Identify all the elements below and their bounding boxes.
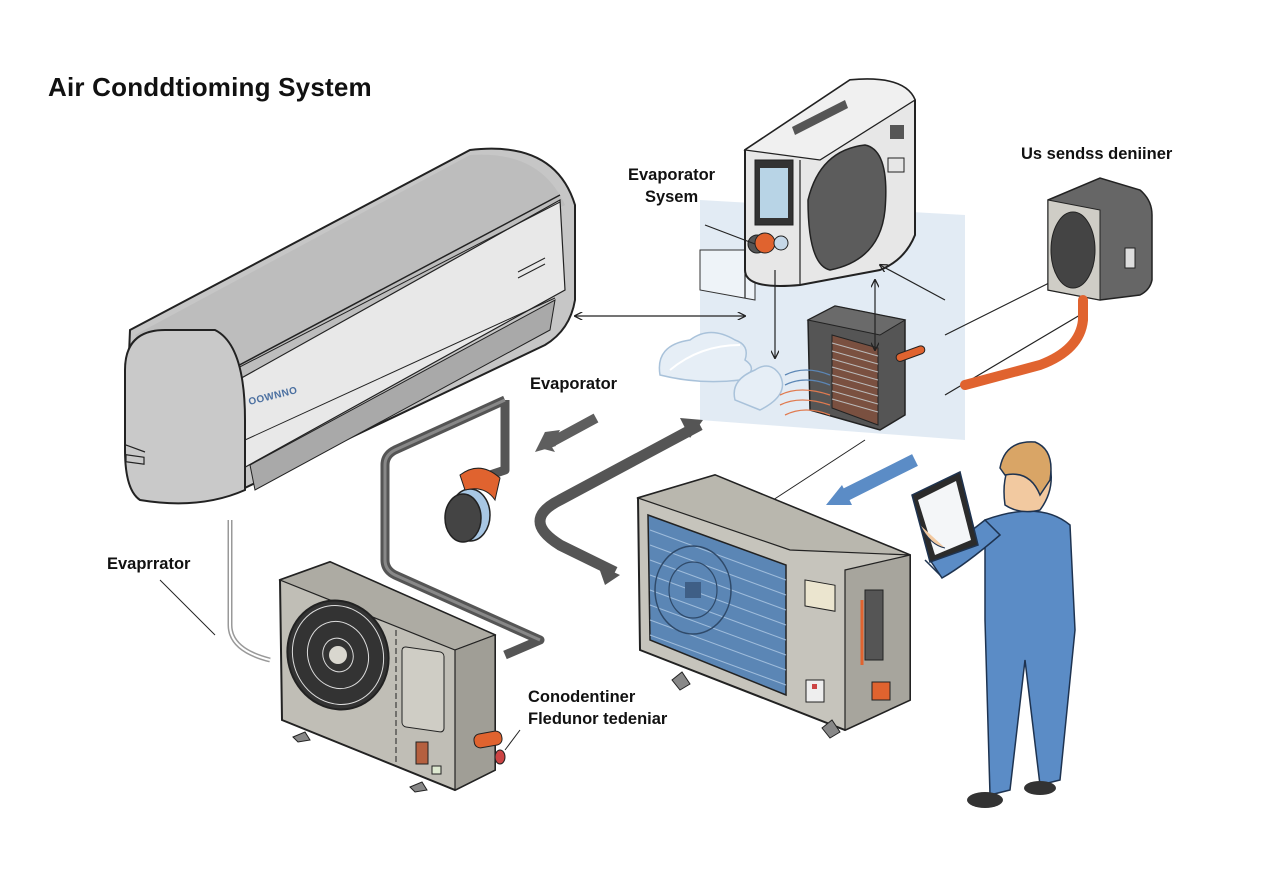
label-evaporator-system: Evaporator Sysem [628, 164, 715, 208]
diagram-title: Air Conddtioming System [48, 72, 372, 102]
sensor-housing [960, 177, 1153, 390]
airflow-clouds [658, 331, 784, 411]
outdoor-condenser-fan-unit [278, 560, 521, 793]
label-evaporator-mid: Evaporator [530, 375, 618, 393]
label-evaporator-left: Evaprrator [107, 555, 191, 573]
label-condenser-line2: Fledunor tedeniar [528, 710, 668, 728]
label-condenser: Conodentiner Fledunor tedeniar [528, 686, 667, 730]
label-sensor-housing: Us sendss deniiner [1021, 145, 1173, 163]
indoor-split-unit [123, 147, 745, 505]
refrigerant-loop [159, 395, 918, 663]
label-evaporator-system-line1: Evaporator [628, 166, 716, 184]
label-evaporator-system-line2: Sysem [644, 188, 699, 206]
evaporator-coil [750, 280, 926, 515]
technician-with-tablet [911, 441, 1076, 808]
label-condenser-line1: Conodentiner [528, 688, 636, 706]
outdoor-condenser-coil-unit [636, 473, 911, 739]
expansion-valve [444, 467, 501, 543]
control-box [704, 78, 946, 358]
